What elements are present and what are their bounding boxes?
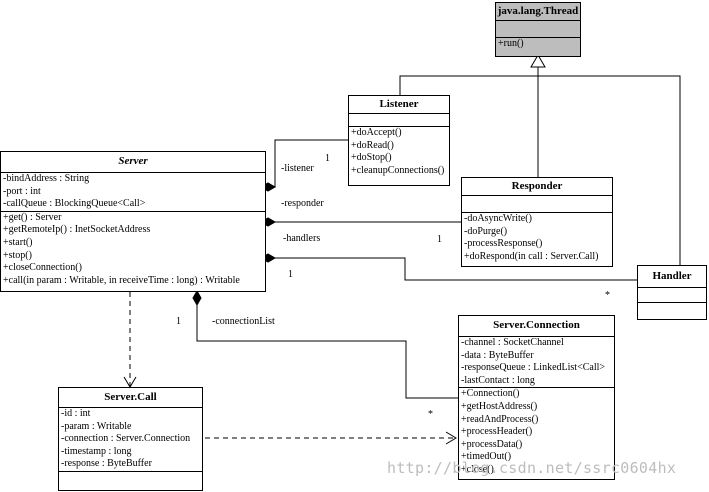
connection-star-multiplicity: *: [428, 409, 433, 420]
connection-class-name: Server.Connection: [459, 316, 614, 337]
connection-method: +close(): [461, 463, 494, 475]
connection-method: +getHostAddress(): [461, 400, 538, 412]
listener-method: +doRead(): [351, 139, 394, 151]
handler-methods: [638, 303, 706, 317]
server-class-name: Server: [1, 152, 265, 173]
connection-attribute: -lastContact : long: [461, 374, 535, 386]
call-methods: [59, 472, 202, 486]
connection-method: +processData(): [461, 438, 523, 450]
listener-multiplicity: 1: [325, 153, 330, 164]
responder-method: +doRespond(in call : Server.Call): [464, 250, 599, 262]
connection-class: Server.Connection -channel : SocketChann…: [458, 315, 615, 480]
server-attribute: -callQueue : BlockingQueue<Call>: [3, 198, 146, 210]
call-attribute: -timestamp : long: [61, 445, 132, 457]
connection-attribute: -responseQueue : LinkedList<Call>: [461, 362, 606, 374]
responder-class: Responder -doAsyncWrite() -doPurge() -pr…: [461, 177, 613, 267]
call-class: Server.Call -id : int -param : Writable …: [58, 387, 203, 491]
responder-multiplicity: 1: [437, 234, 442, 245]
server-attributes: -bindAddress : String -port : int -callQ…: [1, 173, 265, 212]
connection-methods: +Connection() +getHostAddress() +readAnd…: [459, 388, 614, 476]
server-method: +stop(): [3, 249, 32, 261]
call-class-name: Server.Call: [59, 388, 202, 408]
handler-attributes: [638, 288, 706, 303]
server-methods: +get() : Server +getRemoteIp() : InetSoc…: [1, 212, 265, 288]
connection-attribute: -data : ByteBuffer: [461, 349, 534, 361]
handler-class: Handler: [637, 265, 707, 320]
call-attribute: -response : ByteBuffer: [61, 458, 152, 470]
watermark: http://blog.csdn.net/ssrc0604hx: [387, 459, 677, 477]
server-attribute: -port : int: [3, 185, 41, 197]
generalization-arrowhead: [530, 54, 546, 68]
responder-methods: -doAsyncWrite() -doPurge() -processRespo…: [462, 213, 612, 263]
responder-role-label: -responder: [281, 198, 324, 209]
server-method: +get() : Server: [3, 211, 62, 223]
connectionlist-role-label: -connectionList: [212, 316, 275, 327]
handlers-multiplicity: 1: [288, 269, 293, 280]
listener-class: Listener +doAccept() +doRead() +doStop()…: [348, 95, 450, 186]
server-method: +getRemoteIp() : InetSocketAddress: [3, 224, 151, 236]
diamond-connectionlist: [192, 289, 202, 307]
server-method: +closeConnection(): [3, 262, 82, 274]
call-attribute: -id : int: [61, 408, 91, 419]
generalization-lines: [399, 54, 681, 267]
listener-methods: +doAccept() +doRead() +doStop() +cleanup…: [349, 127, 449, 177]
server-method: +call(in param : Writable, in receiveTim…: [3, 274, 240, 286]
handler-extends-thread: [538, 75, 681, 267]
listener-class-name: Listener: [349, 96, 449, 114]
server-connection-multiplicity: 1: [176, 316, 181, 327]
call-attribute: -param : Writable: [61, 420, 132, 432]
listener-attributes: [349, 114, 449, 127]
thread-class: java.lang.Thread +run(): [495, 2, 581, 57]
thread-class-name: java.lang.Thread: [496, 3, 580, 21]
dependency-lines: [129, 292, 455, 439]
call-attribute: -connection : Server.Connection: [61, 433, 191, 445]
connection-attribute: -channel : SocketChannel: [461, 337, 564, 348]
connectionlist-composition: [196, 300, 458, 399]
handlers-role-label: -handlers: [283, 233, 321, 244]
listener-role-label: -listener: [281, 163, 314, 174]
listener-method: +cleanupConnections(): [351, 164, 445, 176]
call-attributes: -id : int -param : Writable -connection …: [59, 408, 202, 472]
responder-method: -doPurge(): [464, 225, 508, 237]
handler-class-name: Handler: [638, 266, 706, 288]
responder-attributes: [462, 196, 612, 213]
server-method: +start(): [3, 236, 33, 248]
responder-method: -processResponse(): [464, 238, 543, 250]
listener-method: +doStop(): [351, 152, 392, 164]
server-class: Server -bindAddress : String -port : int…: [0, 151, 266, 292]
responder-method: -doAsyncWrite(): [464, 213, 532, 224]
connection-method: +readAndProcess(): [461, 413, 539, 425]
thread-methods: +run(): [496, 38, 580, 51]
connection-method: +Connection(): [461, 388, 520, 400]
listener-method: +doAccept(): [351, 127, 402, 138]
connection-method: +timedOut(): [461, 451, 512, 463]
arrowhead-connection: [445, 431, 457, 445]
thread-method: +run(): [498, 38, 524, 49]
listener-extends-thread: [399, 75, 538, 95]
connection-attributes: -channel : SocketChannel -data : ByteBuf…: [459, 337, 614, 389]
handlers-composition: [266, 257, 637, 281]
responder-class-name: Responder: [462, 178, 612, 196]
thread-attributes: [496, 21, 580, 38]
handler-star-multiplicity: *: [605, 290, 610, 301]
connection-method: +processHeader(): [461, 426, 533, 438]
server-attribute: -bindAddress : String: [3, 173, 90, 184]
